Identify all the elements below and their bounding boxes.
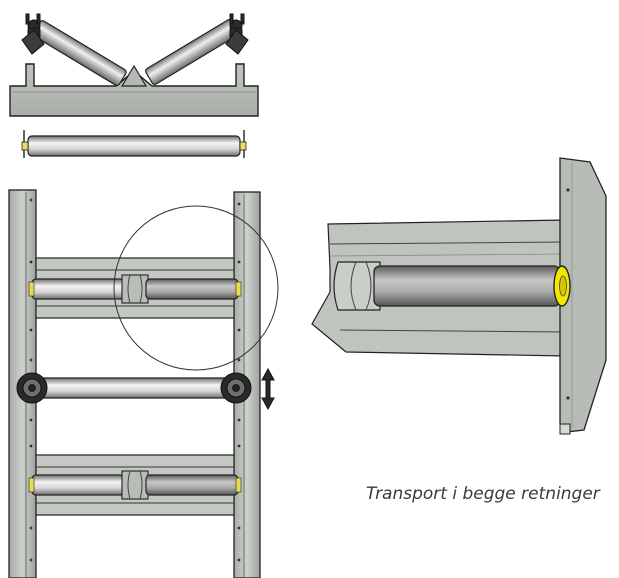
detail-view <box>311 157 607 435</box>
upper-roller-right <box>145 278 239 300</box>
troughed-idler-view <box>9 13 259 158</box>
lower-roller-left <box>31 474 125 496</box>
lower-roller-right <box>145 474 239 496</box>
idler-base-frame <box>9 63 259 117</box>
adjust-direction-arrow-icon <box>261 367 275 411</box>
right-roller-end-icon <box>220 372 252 404</box>
left-roller-end-icon <box>16 372 48 404</box>
center-support <box>120 64 148 87</box>
right-wing-roller <box>145 19 239 85</box>
left-wing-roller <box>32 20 127 86</box>
diagram-caption: Transport i begge retninger <box>366 484 600 504</box>
detail-center-bracket <box>333 261 381 311</box>
detail-roller <box>373 265 561 307</box>
right-bracket-icon <box>225 13 249 55</box>
middle-roller <box>29 377 243 399</box>
lower-center-bracket <box>121 470 149 500</box>
upper-roller-left <box>31 278 125 300</box>
upper-center-bracket <box>121 274 149 304</box>
left-bracket-icon <box>21 13 45 55</box>
return-roller-top <box>27 135 241 157</box>
detail-circle <box>113 205 279 371</box>
plan-view <box>8 189 279 578</box>
